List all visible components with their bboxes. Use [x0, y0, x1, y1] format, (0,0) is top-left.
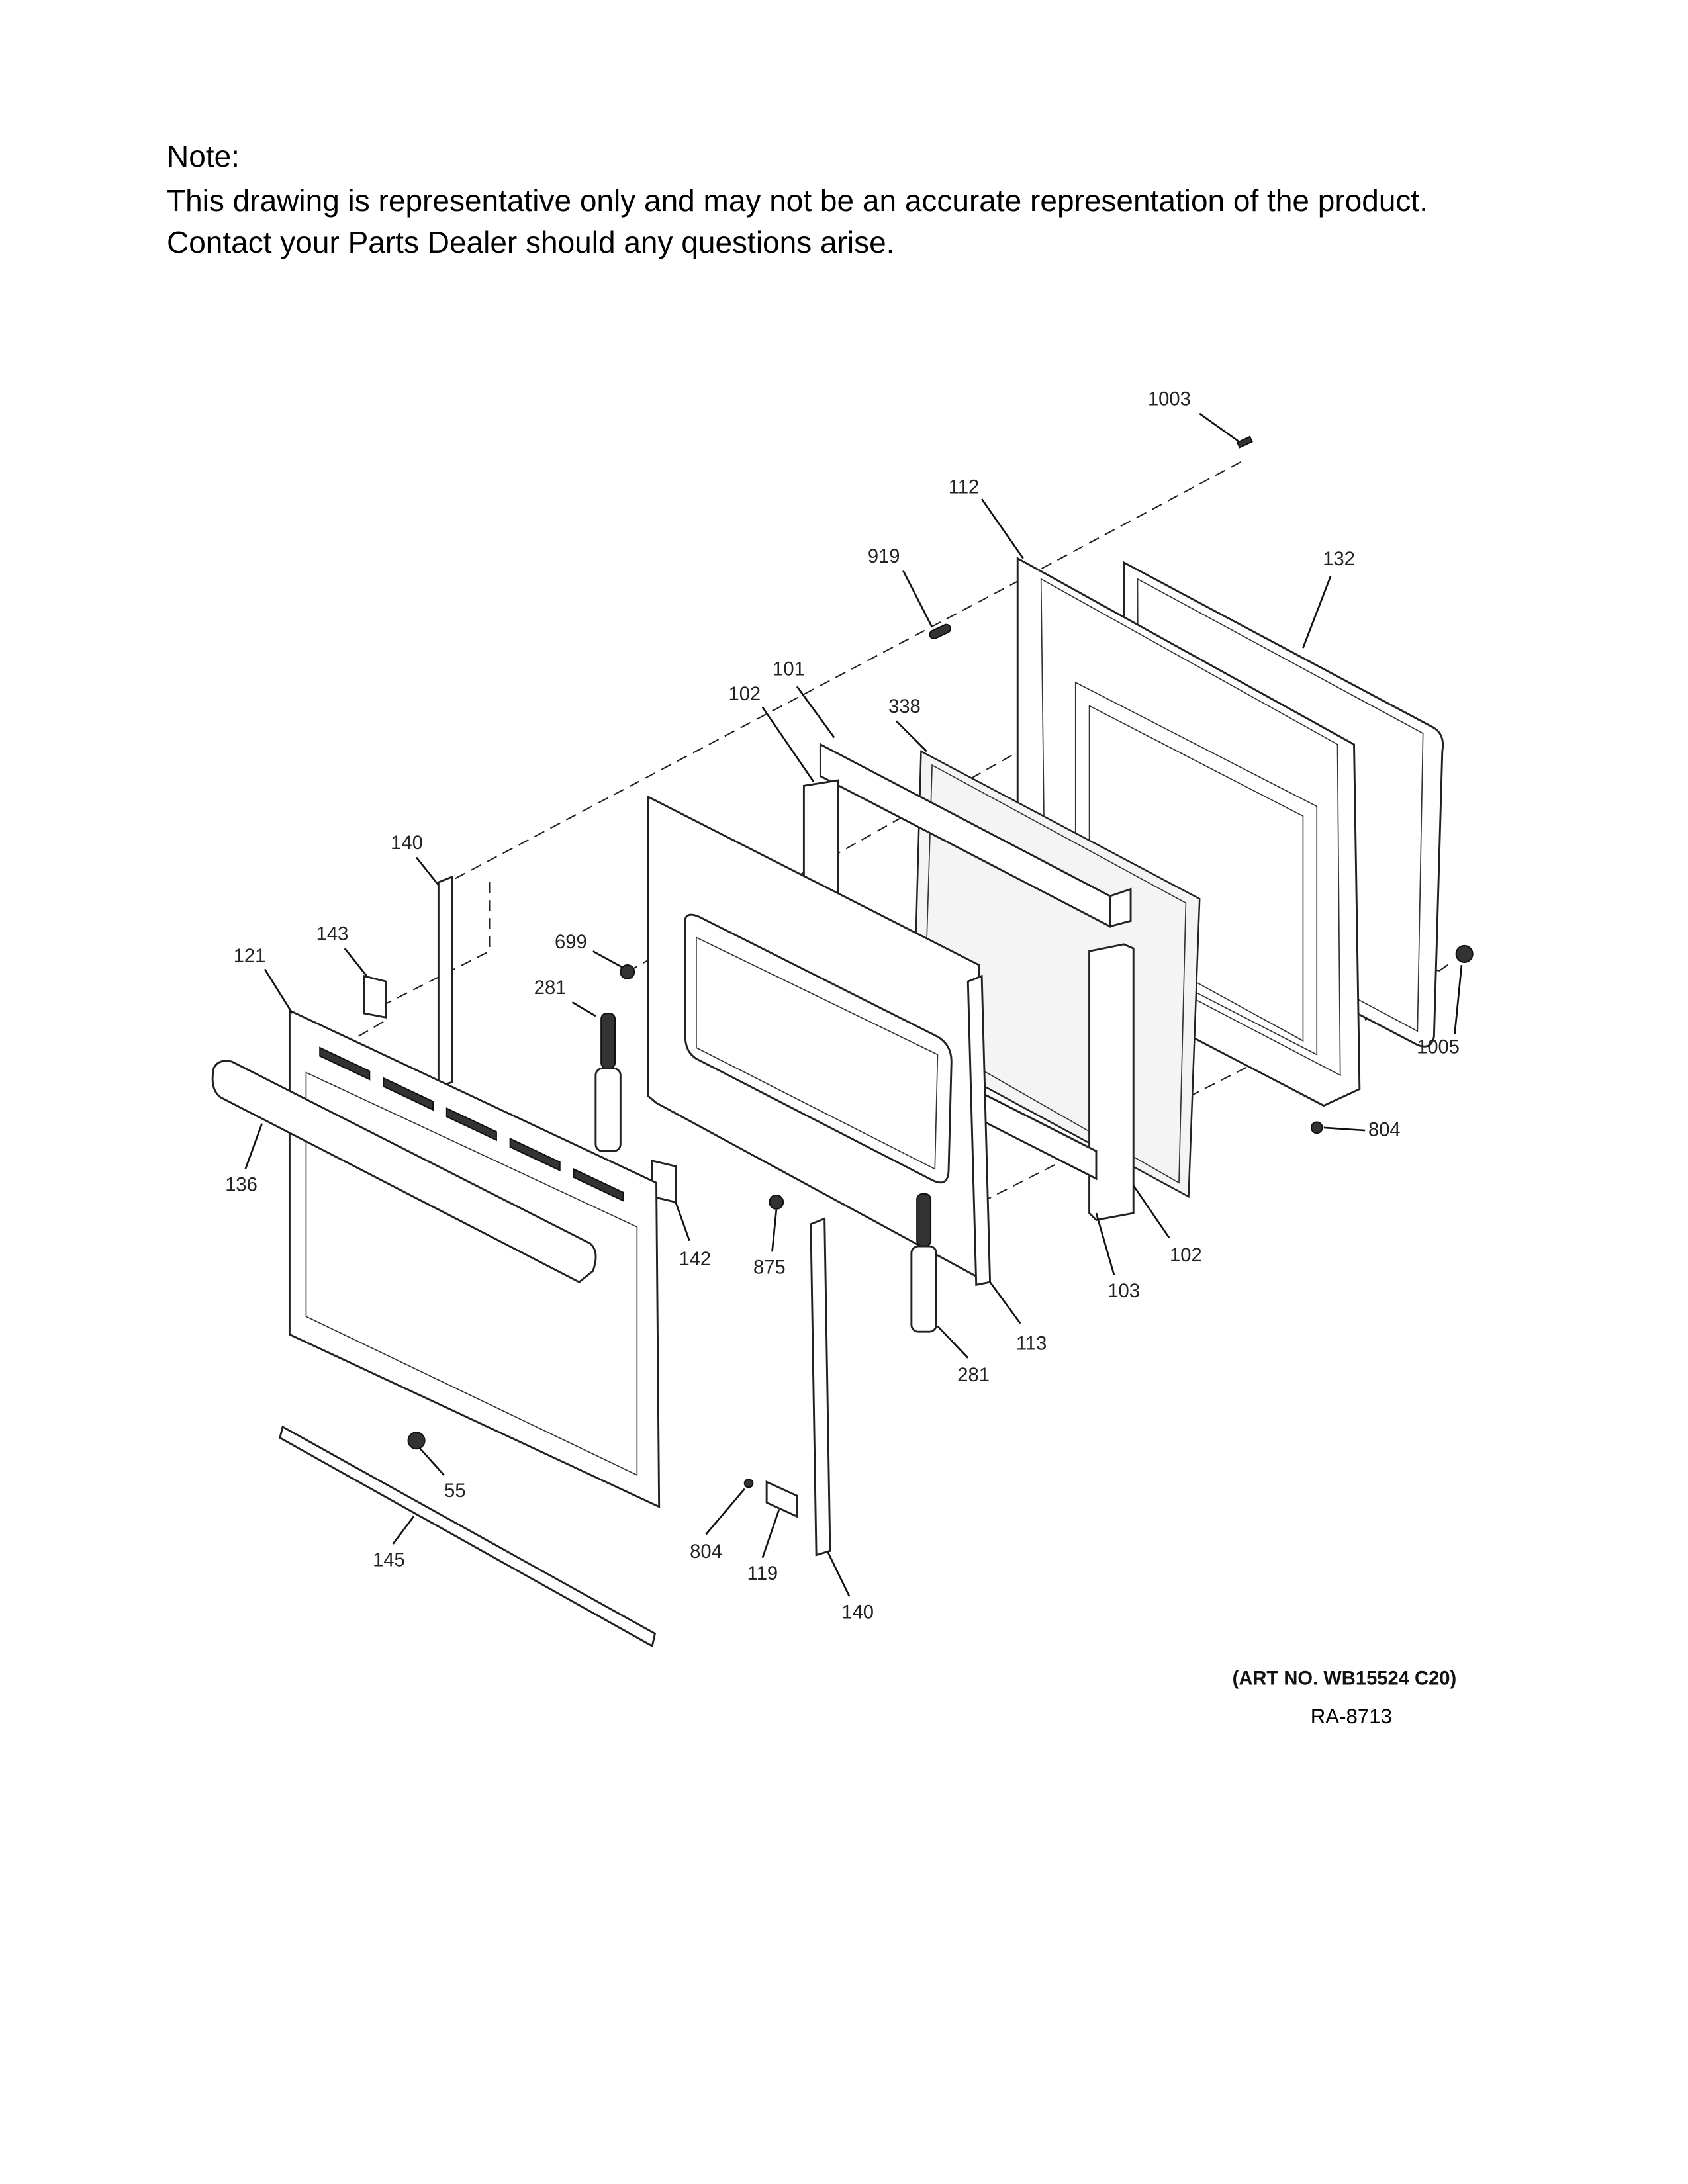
ra-number: RA-8713: [1311, 1705, 1392, 1728]
callout-919: 919: [868, 546, 900, 567]
hinge-spring-281-bottom: [916, 1193, 932, 1248]
callout-145: 145: [373, 1549, 405, 1570]
bracket-143: [363, 974, 387, 1019]
plug-919: [929, 623, 951, 640]
callout-142: 142: [679, 1249, 712, 1270]
callout-281-bottom: 281: [957, 1365, 990, 1386]
callout-112: 112: [949, 477, 979, 498]
callout-699: 699: [555, 932, 587, 953]
callout-143: 143: [316, 924, 349, 945]
screw-875: [769, 1194, 784, 1210]
screw-804-right: [1310, 1121, 1323, 1134]
callout-132: 132: [1323, 549, 1355, 570]
callout-875: 875: [753, 1257, 786, 1279]
assembly-line: [385, 882, 491, 1005]
rail-140-bottom: [810, 1217, 831, 1557]
vent-slots: [319, 1046, 624, 1202]
callout-113: 113: [1016, 1333, 1047, 1354]
callout-55: 55: [444, 1480, 465, 1502]
callout-804-right: 804: [1368, 1119, 1401, 1140]
note-line-2: Contact your Parts Dealer should any que…: [167, 225, 895, 259]
note-heading: Note:: [167, 139, 240, 173]
leader-lines: [244, 412, 1463, 1597]
hinge-281-bottom: [910, 1245, 937, 1333]
hinge-spring-281-top: [600, 1012, 616, 1069]
outer-door-121: [288, 1009, 661, 1509]
insulation-102-right: [1088, 943, 1135, 1222]
callout-1003: 1003: [1148, 388, 1191, 410]
screw-699: [620, 964, 635, 979]
callout-101: 101: [773, 659, 805, 680]
callout-121: 121: [234, 946, 266, 967]
callout-338: 338: [888, 696, 921, 717]
window-frame: [684, 913, 953, 1184]
callout-1005: 1005: [1417, 1036, 1460, 1058]
callout-102-bottom: 102: [1170, 1245, 1202, 1266]
art-number: (ART NO. WB15524 C20): [1233, 1668, 1457, 1689]
trim-145: [279, 1425, 657, 1648]
screw-1005: [1455, 944, 1474, 963]
handle-136: [211, 1060, 597, 1283]
note-line-1: This drawing is representative only and …: [167, 183, 1428, 218]
badge-55: [407, 1432, 426, 1450]
rail-140-top: [437, 875, 453, 1088]
callout-103: 103: [1107, 1281, 1140, 1302]
callout-140-top: 140: [391, 833, 423, 854]
callout-102-top: 102: [728, 684, 761, 705]
callout-119: 119: [747, 1563, 778, 1584]
hinge-281-top: [594, 1067, 622, 1152]
callout-804-bottom: 804: [690, 1541, 722, 1563]
screw-1003: [1236, 435, 1253, 449]
bracket-119: [765, 1480, 798, 1518]
callout-140-bottom: 140: [841, 1602, 874, 1623]
screw-804-bottom: [743, 1479, 754, 1488]
callout-136: 136: [225, 1175, 258, 1196]
callout-281-top: 281: [534, 978, 567, 999]
